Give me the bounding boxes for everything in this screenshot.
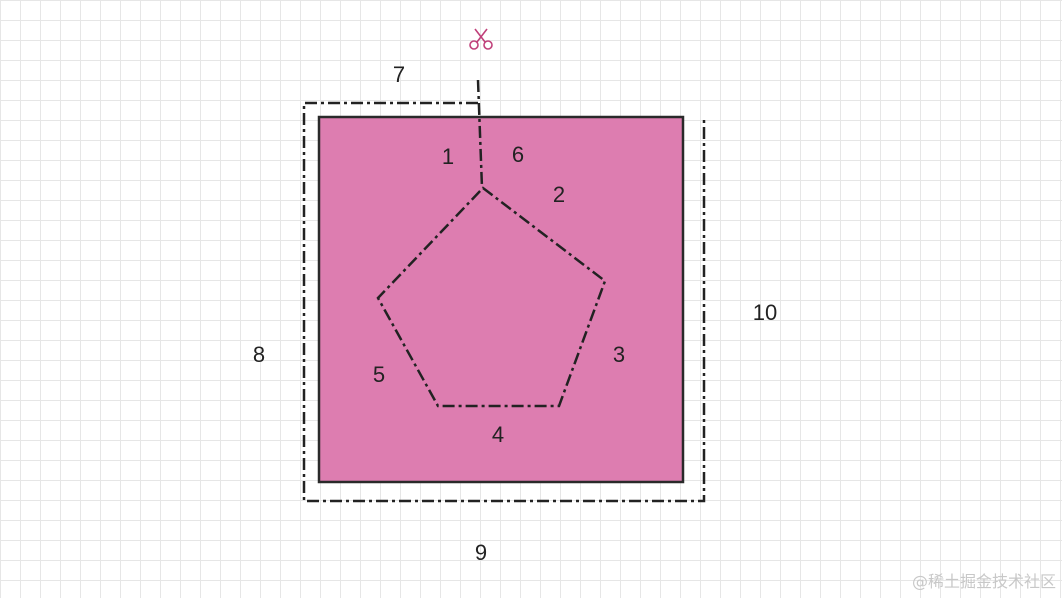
label-7: 7 xyxy=(393,62,405,87)
outer-cut-path xyxy=(302,101,706,503)
label-2: 2 xyxy=(553,182,565,207)
label-4: 4 xyxy=(492,422,504,447)
pentagon-cut-path xyxy=(376,186,607,408)
incision-line xyxy=(476,79,484,189)
label-1: 1 xyxy=(442,144,454,169)
label-5: 5 xyxy=(373,362,385,387)
scissors-icon xyxy=(469,28,493,50)
label-9: 9 xyxy=(475,540,487,565)
label-6: 6 xyxy=(512,142,524,167)
label-8: 8 xyxy=(253,342,265,367)
label-10: 10 xyxy=(753,300,777,325)
label-3: 3 xyxy=(613,342,625,367)
watermark-text: @稀土掘金技术社区 xyxy=(911,572,1056,591)
